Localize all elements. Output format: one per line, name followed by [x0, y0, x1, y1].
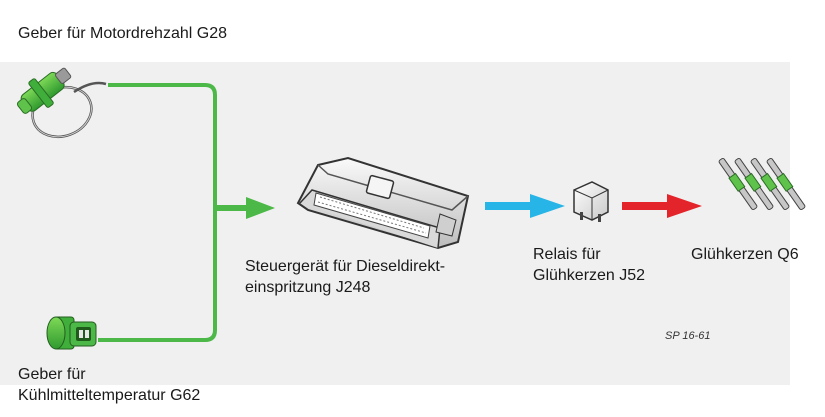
ecu-label: Steuergerät für Dieseldirekt- einspritzu… [245, 258, 446, 296]
coolant-temp-sensor-label: Geber für Kühlmitteltemperatur G62 [18, 366, 201, 404]
figure-code: SP 16-61 [665, 330, 711, 342]
glow-plugs-label: Glühkerzen Q6 [691, 246, 799, 263]
input-wiring [98, 83, 275, 342]
glow-plugs-icon [718, 157, 806, 211]
relay-icon [573, 181, 609, 222]
coolant-temp-sensor-icon [46, 316, 97, 350]
output-signal-arrow [622, 194, 702, 218]
speed-sensor-label: Geber für Motordrehzahl G28 [18, 25, 227, 42]
speed-sensor-icon [16, 67, 107, 139]
ecu-icon [296, 156, 470, 250]
relay-label: Relais für Glühkerzen J52 [533, 246, 646, 284]
relay-signal-arrow [485, 194, 565, 218]
